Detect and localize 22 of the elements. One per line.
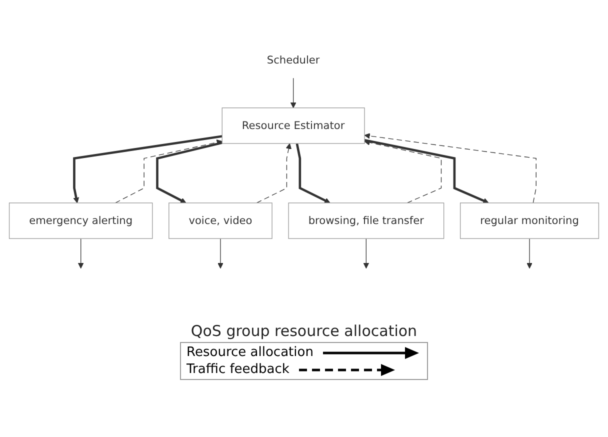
diagram-label: QoS group resource allocation xyxy=(190,322,418,340)
arrow xyxy=(114,140,222,204)
arrow xyxy=(363,238,370,269)
arrow xyxy=(256,143,292,204)
legend-text: Traffic feedback xyxy=(186,362,290,377)
arrow xyxy=(290,78,296,108)
node-box: emergency alerting xyxy=(8,202,153,239)
node-text: Scheduler xyxy=(266,54,320,66)
node-box: regular monitoring xyxy=(460,202,600,239)
arrow xyxy=(364,140,442,204)
node-box: Resource Estimator xyxy=(222,108,365,144)
arrow xyxy=(78,238,84,269)
arrow xyxy=(218,238,224,269)
node-box: voice, video xyxy=(168,202,272,239)
arrow xyxy=(364,133,536,204)
legend-text: Resource allocation xyxy=(186,345,314,360)
arrow xyxy=(526,238,532,269)
arrow xyxy=(156,142,222,204)
arrow xyxy=(73,135,222,204)
arrow xyxy=(364,138,489,204)
node-box: browsing, file transfer xyxy=(288,202,444,239)
arrow xyxy=(296,143,330,204)
